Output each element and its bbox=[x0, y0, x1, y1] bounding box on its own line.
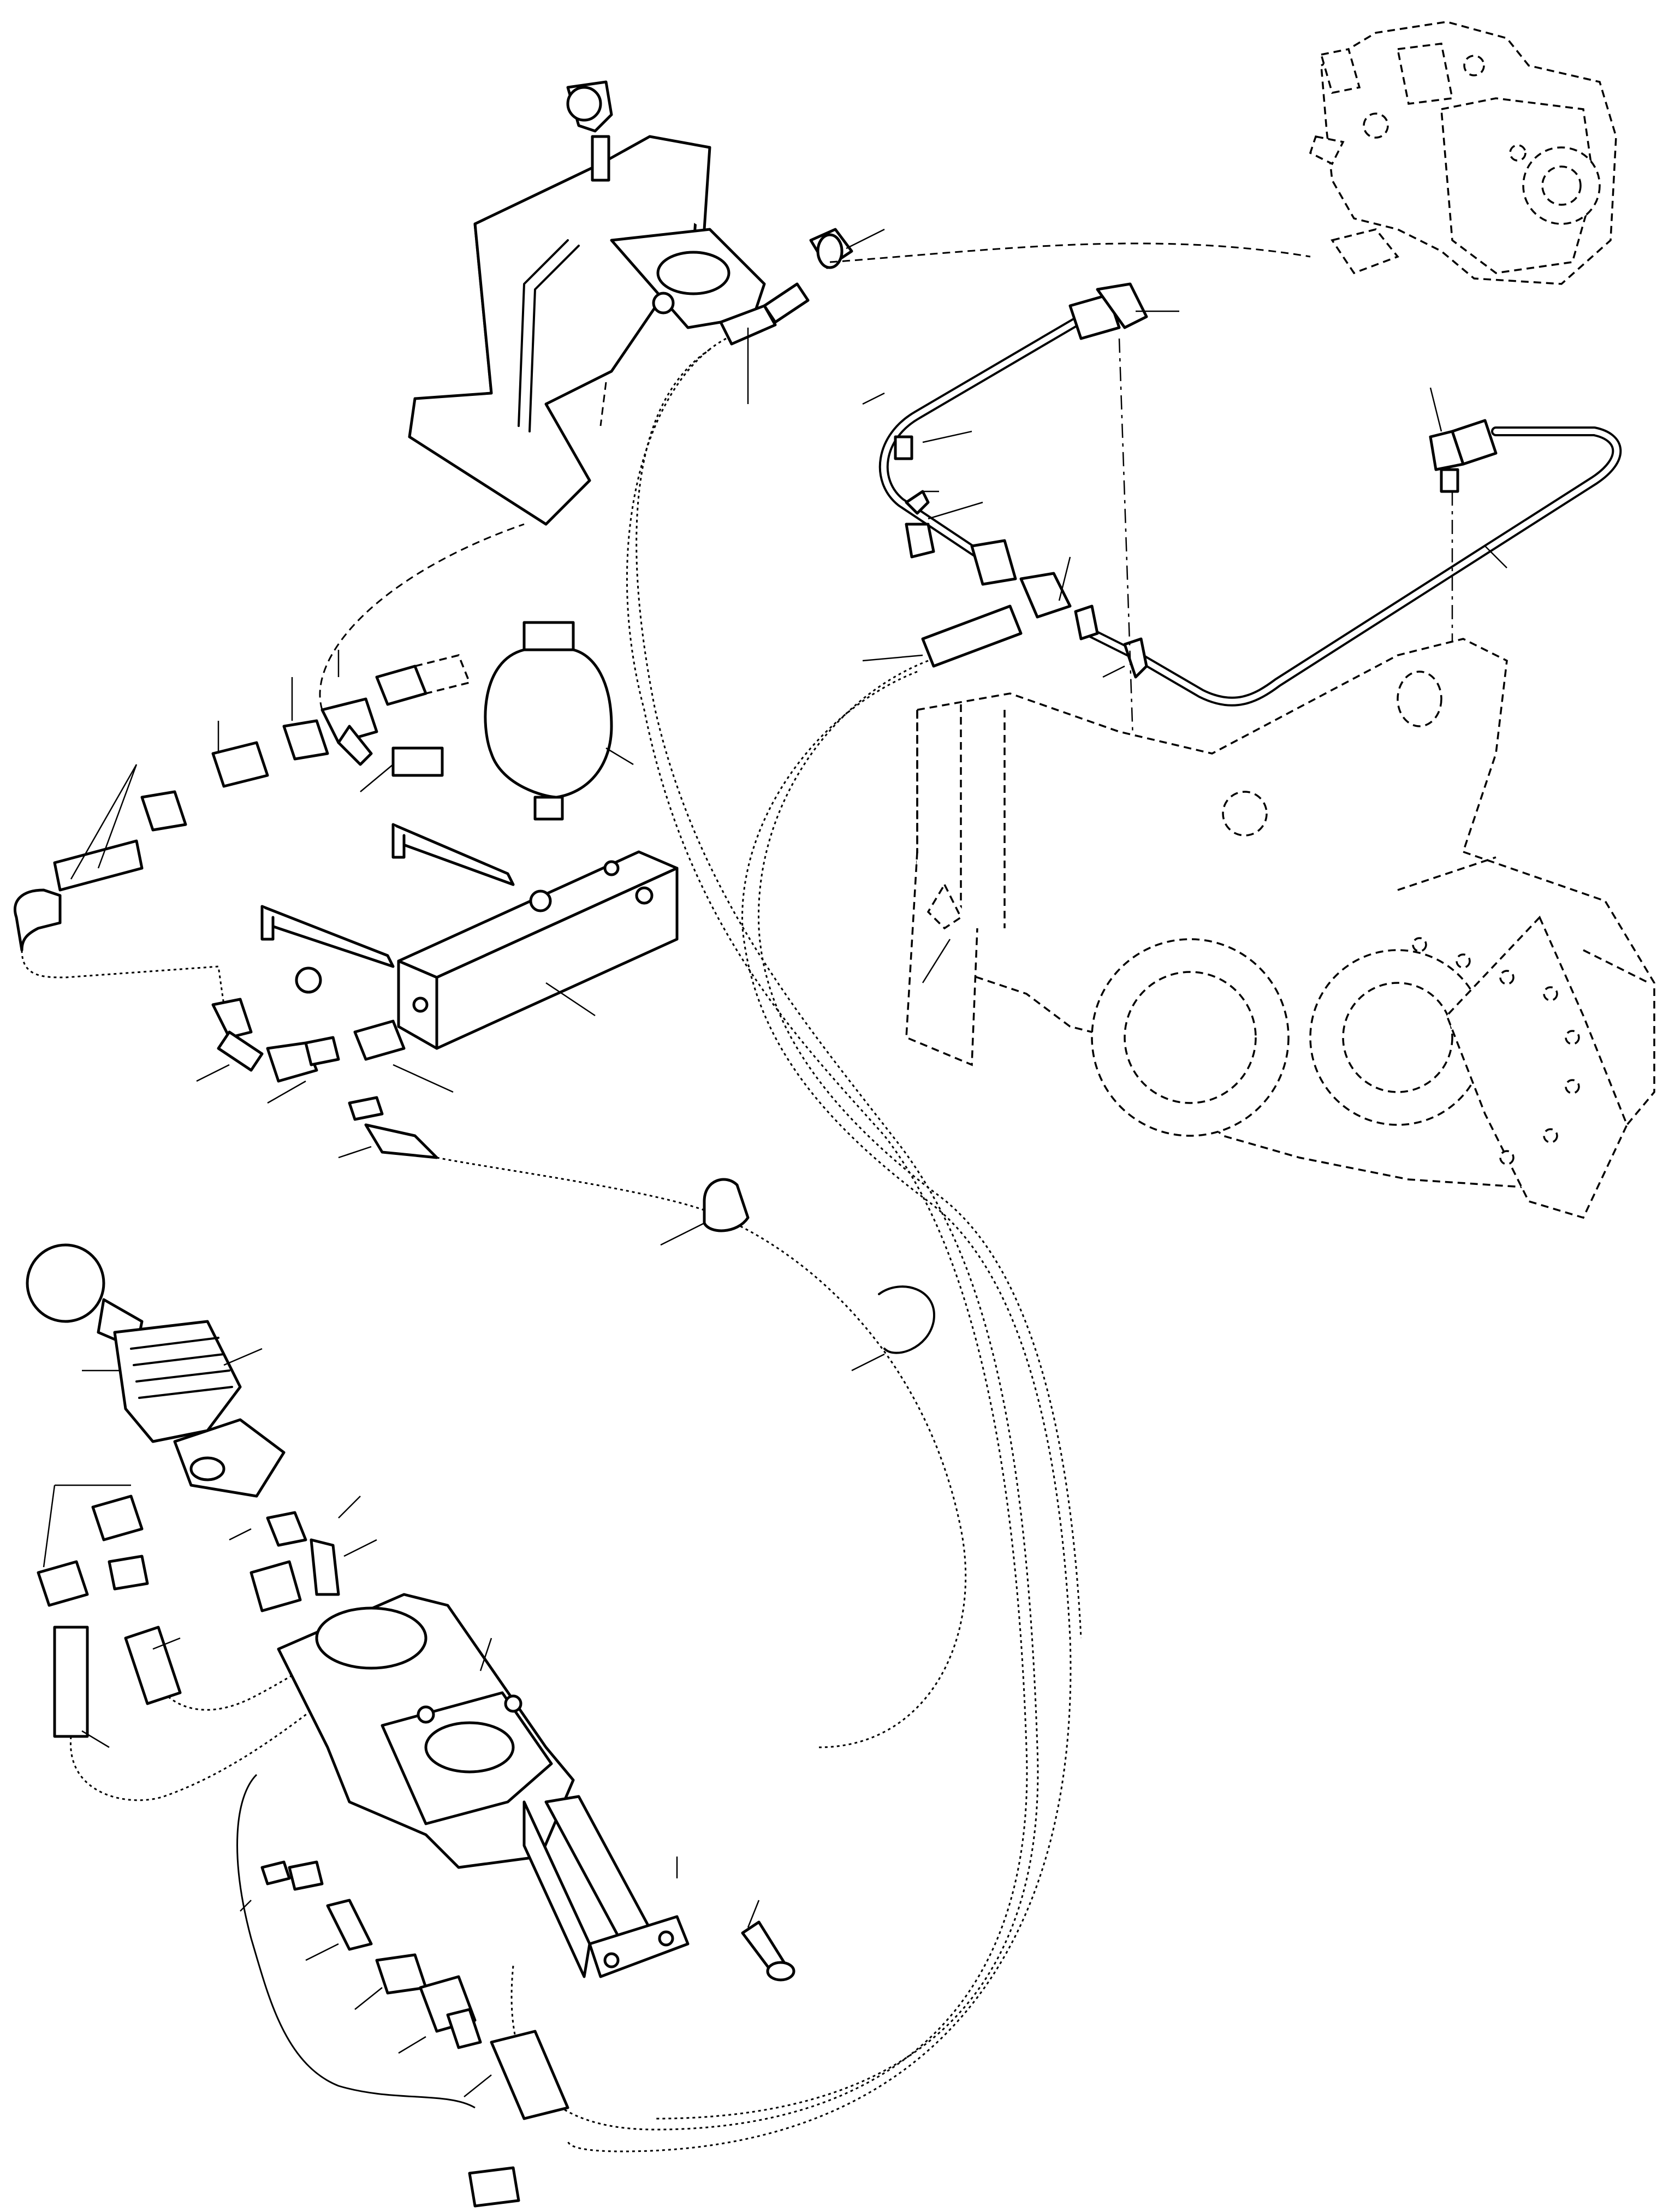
hose-routing bbox=[21, 242, 1311, 2152]
accumulator bbox=[484, 621, 634, 821]
hose-clamps bbox=[660, 1178, 935, 1372]
hydraulic-pump bbox=[1309, 21, 1617, 285]
bracket-fittings bbox=[566, 80, 885, 404]
mounting-bolt bbox=[741, 1900, 795, 1982]
joystick bbox=[26, 1243, 286, 1498]
brake-pipe bbox=[862, 282, 1622, 928]
fitting-cluster-upper bbox=[14, 650, 471, 952]
fitting-cluster-lower bbox=[196, 998, 454, 1159]
joystick-base bbox=[277, 1593, 690, 1978]
axle-housing bbox=[905, 638, 1655, 1219]
joystick-fittings bbox=[37, 1484, 377, 1748]
pressure-switch bbox=[240, 1860, 569, 2208]
manifold-block bbox=[260, 823, 679, 1050]
mounting-bracket bbox=[408, 135, 766, 526]
